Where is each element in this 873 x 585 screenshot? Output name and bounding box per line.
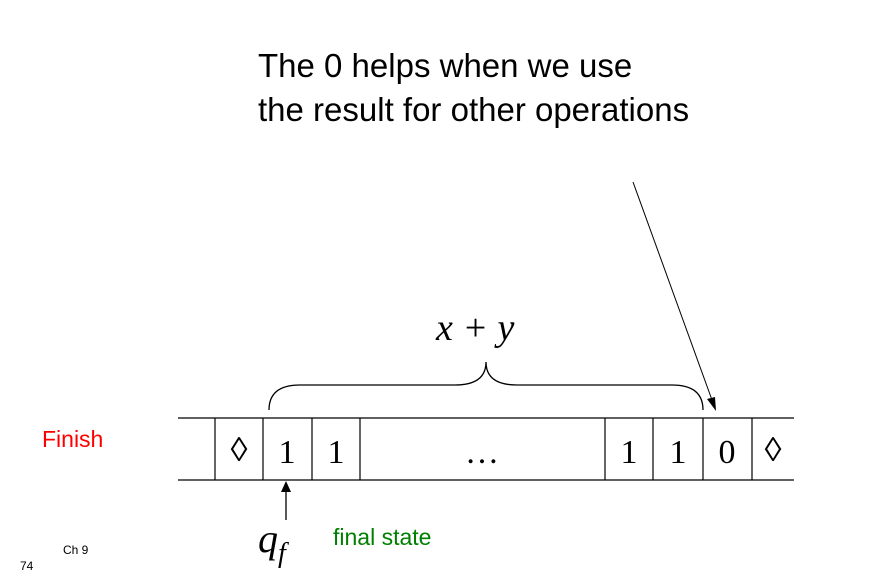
- chapter-label: Ch 9: [63, 543, 89, 557]
- title-line-1: The 0 helps when we use: [258, 47, 633, 84]
- tape-cell-ellipsis: …: [465, 434, 499, 471]
- tape-cell-dividers: [214, 418, 753, 480]
- curly-brace: [268, 361, 704, 411]
- head-state-symbol: q: [258, 516, 278, 561]
- slide-title: The 0 helps when we use the result for o…: [258, 44, 689, 132]
- tape-cell-1: 1: [279, 434, 296, 471]
- tape-cell-0: ◊: [231, 432, 248, 469]
- final-state-label: final state: [333, 524, 432, 550]
- pointer-arrowhead: [707, 397, 716, 411]
- finish-label: Finish: [42, 426, 104, 452]
- head-state-subscript: f: [278, 538, 286, 569]
- tape-cell-2: 1: [328, 434, 345, 471]
- tape-length-formula: x + y: [436, 307, 515, 349]
- tape-cell-6: 0: [719, 434, 736, 471]
- title-line-2: the result for other operations: [258, 91, 690, 128]
- tape-cell-5: 1: [670, 434, 687, 471]
- page-number: 74: [20, 559, 34, 573]
- tape-cell-4: 1: [621, 434, 638, 471]
- tape-cell-7: ◊: [765, 432, 782, 469]
- head-arrowhead: [281, 481, 291, 492]
- head-state: qf: [258, 515, 286, 570]
- pointer-arrow-line: [632, 181, 713, 401]
